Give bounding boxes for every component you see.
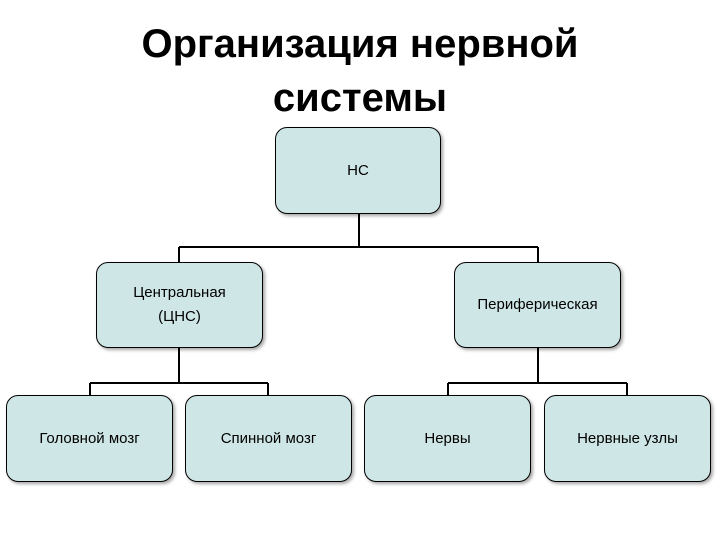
- diagram-title-line-1: Организация нервной: [141, 22, 579, 66]
- node-central-nervous-system: Центральная (ЦНС): [96, 262, 263, 348]
- node-nerves: Нервы: [364, 395, 531, 482]
- diagram-title-line-2: системы: [272, 76, 448, 120]
- node-nervous-system: НС: [275, 127, 441, 214]
- node-brain: Головной мозг: [6, 395, 173, 482]
- node-nerve-ganglia-label: Нервные узлы: [577, 429, 678, 447]
- node-nerve-ganglia: Нервные узлы: [544, 395, 711, 482]
- node-central-nervous-system-label: Центральная (ЦНС): [133, 284, 226, 325]
- node-peripheral-nervous-system: Периферическая: [454, 262, 621, 348]
- node-spinal-cord-label: Спинной мозг: [220, 429, 317, 447]
- node-nervous-system-label: НС: [347, 161, 369, 179]
- node-spinal-cord: Спинной мозг: [185, 395, 352, 482]
- node-peripheral-nervous-system-label: Периферическая: [477, 296, 598, 313]
- node-brain-label: Головной мозг: [39, 429, 140, 447]
- node-nerves-label: Нервы: [424, 429, 471, 447]
